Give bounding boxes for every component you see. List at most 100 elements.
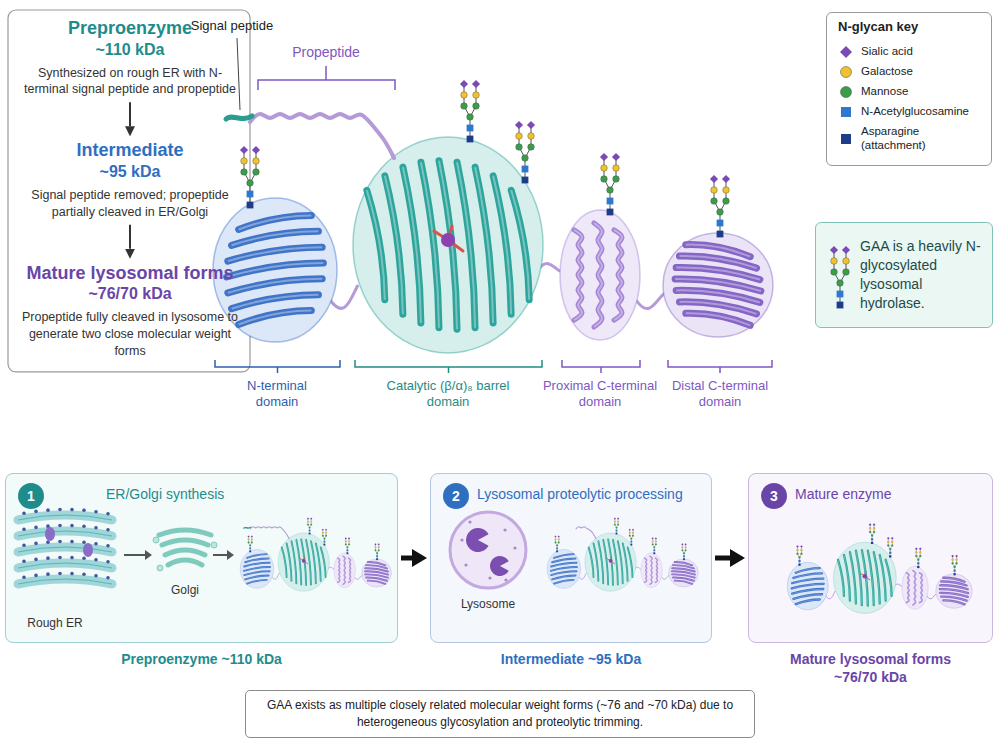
illustration-part [551,563,576,567]
illustration-part [22,512,26,516]
illustration-part [607,198,614,205]
step-title: Lysosomal proteolytic processing [477,486,703,503]
legend-item: N-Acetylglucosamine [839,105,983,119]
illustration-part [247,554,267,558]
step-number-text: 3 [770,488,778,504]
illustration-part [46,572,50,576]
swatch-shape [841,67,852,78]
illustration-part [603,540,608,585]
illustration-part [871,542,873,544]
glycan-tree [614,518,619,535]
illustration-part [800,553,802,555]
illustration-part [467,125,474,132]
illustration-part [58,524,62,528]
illustration-part [46,508,50,512]
illustration-part [162,540,208,545]
illustration-part [493,176,511,314]
illustration-part [628,547,633,577]
illustration-part [880,555,886,601]
illustration-part [348,558,350,582]
illustration-part [598,541,603,583]
illustration-part [309,527,311,529]
domain-label: Proximal C-terminal domain [543,378,658,409]
illustration-part [94,526,98,530]
legend-swatch [839,45,853,59]
illustration-part [887,541,889,543]
illustration-part [310,518,312,520]
illustration-part [311,541,316,583]
illustration-part [18,531,112,536]
illustration-part [792,589,823,594]
glycan-tree [915,547,922,568]
illustration-part [787,562,828,610]
illustration-part [511,190,529,299]
illustration-part [607,187,614,194]
illustration-part [652,537,654,539]
illustration-part [798,556,800,558]
illustration-part [554,580,574,584]
illustration-part [249,545,251,547]
lysosome-scene [450,512,698,591]
illustration-part [473,92,480,99]
illustration-part [247,554,267,558]
illustration-part [522,177,529,184]
illustration-part [159,530,211,535]
illustration-part [653,538,656,553]
illustration-part [856,551,862,606]
glycan-icon-part [837,279,844,286]
illustration-part [346,552,348,554]
illustration-part [645,558,647,582]
illustration-part [291,541,296,583]
info-box: GAA is a heavily N-glycosylated lysosoma… [815,222,993,328]
illustration-part [574,230,582,320]
illustration-part [594,223,602,327]
illustration-part [240,549,273,588]
illustration-part [554,535,556,537]
catalytic-barrel-domain [585,533,636,591]
illustration-part [450,512,526,588]
illustration-part [920,573,923,603]
illustration-part [345,540,347,542]
illustration-part [251,535,253,537]
body-text: GAA exists as multiple closely related m… [258,697,742,731]
illustration-part [850,552,856,603]
illustration-part [106,512,110,516]
illustration-part [589,547,594,577]
illustration-part [871,538,873,540]
body-text: GAA is a heavily N-glycosylated lysosoma… [860,237,982,313]
illustration-part [153,537,159,543]
illustration-part [232,231,319,245]
illustration-part [655,558,657,582]
step-title: Mature enzyme [795,486,984,503]
glycan-tree [240,146,260,208]
illustration-part [710,175,718,183]
illustration-part [244,567,270,571]
illustration-part [311,541,316,583]
illustration-part [367,190,385,299]
illustration-part [493,176,511,314]
illustration-part [527,121,535,129]
illustration-part [554,580,574,584]
legend-text: Mannose [861,85,908,99]
illustration-part [376,555,378,557]
illustration-part [917,562,919,564]
legend-text: Galactose [861,65,913,79]
illustration-part [460,80,468,88]
swatch-shape [840,46,852,58]
illustration-part [278,533,329,591]
illustration-part [594,543,599,580]
illustration-part [228,279,322,293]
illustration-part [83,543,93,557]
illustration-part [18,563,112,568]
illustration-part [375,544,378,559]
active-site [434,226,463,251]
glycan-tree [374,543,379,560]
illustration-part [239,215,312,229]
illustration-part [460,538,463,541]
illustration-part [475,167,493,323]
illustration-part [403,167,421,323]
illustration-part [954,566,956,568]
part-label: Propeptide [276,44,376,61]
illustration-part [22,576,26,580]
panel-ground [748,473,993,643]
